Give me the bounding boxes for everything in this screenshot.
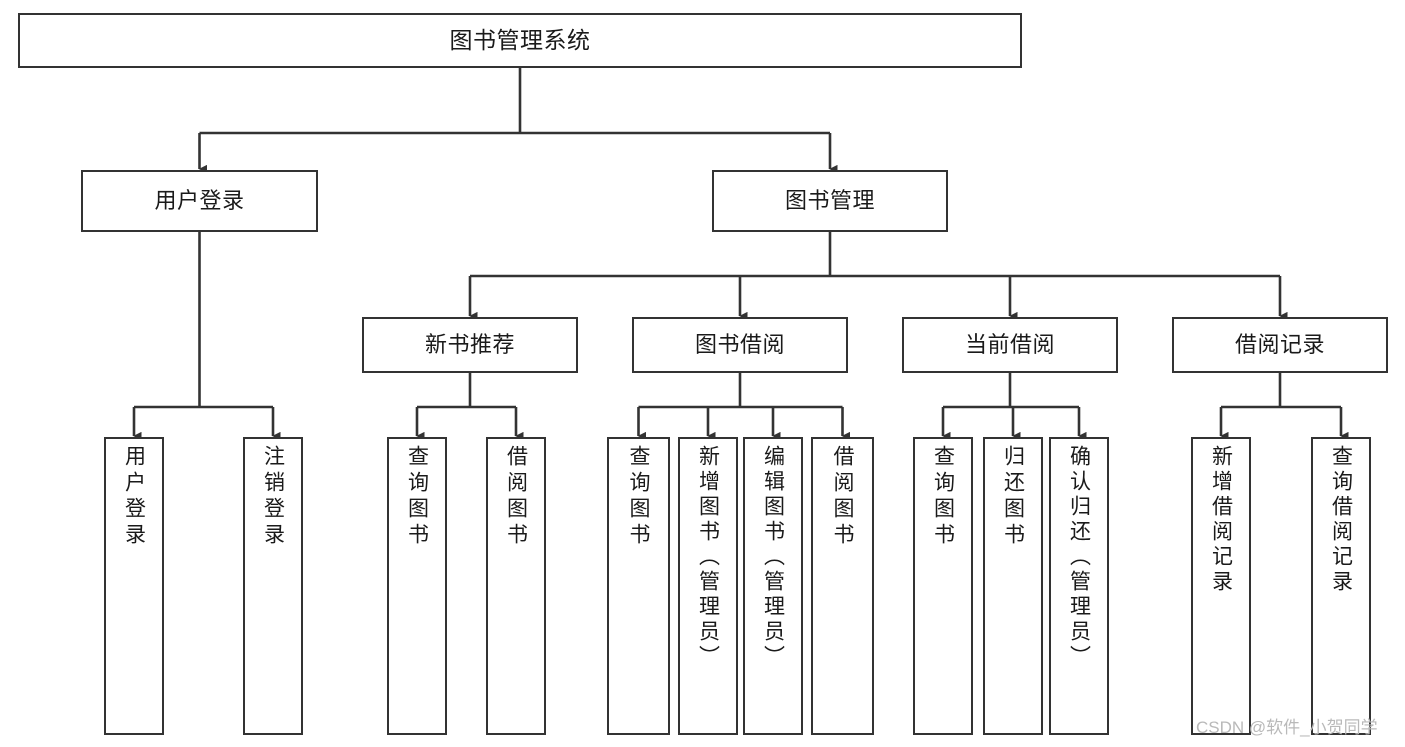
node-label: 注销登录 [261,445,285,549]
node-label: 查询图书 [405,445,429,549]
node-leaf-edit-book-admin[interactable]: 编辑图书（管理员） [743,437,803,735]
node-leaf-query-book-1[interactable]: 查询图书 [387,437,447,735]
node-label: 确认归还（管理员） [1067,445,1091,670]
node-label: 归还图书 [1001,445,1025,549]
node-leaf-user-login[interactable]: 用户登录 [104,437,164,735]
node-label: 新书推荐 [424,332,515,358]
node-label: 借阅图书 [831,445,854,549]
node-label: 编辑图书（管理员） [761,445,785,670]
node-label: 图书借阅 [694,332,785,358]
node-book-borrow[interactable]: 图书借阅 [632,317,848,373]
node-leaf-borrow-book-2[interactable]: 借阅图书 [811,437,874,735]
node-current-borrow[interactable]: 当前借阅 [902,317,1118,373]
node-label: 当前借阅 [964,332,1055,358]
node-label: 查询图书 [931,445,955,549]
node-leaf-add-book-admin[interactable]: 新增图书（管理员） [678,437,738,735]
node-label: 借阅记录 [1234,332,1325,358]
node-user-login[interactable]: 用户登录 [81,170,318,232]
node-leaf-query-book-2[interactable]: 查询图书 [607,437,670,735]
connector-paths [132,68,1349,441]
node-new-book-recommend[interactable]: 新书推荐 [362,317,578,373]
node-book-manage[interactable]: 图书管理 [712,170,948,232]
node-leaf-logout[interactable]: 注销登录 [243,437,303,735]
node-label: 查询图书 [627,445,650,549]
node-label: 新增借阅记录 [1209,445,1233,595]
node-label: 图书管理 [784,188,875,214]
node-root[interactable]: 图书管理系统 [18,13,1022,68]
node-leaf-query-book-3[interactable]: 查询图书 [913,437,973,735]
node-leaf-borrow-book-1[interactable]: 借阅图书 [486,437,546,735]
node-label: 借阅图书 [504,445,528,549]
node-leaf-query-record[interactable]: 查询借阅记录 [1311,437,1371,735]
node-label: 新增图书（管理员） [696,445,720,670]
node-leaf-add-record[interactable]: 新增借阅记录 [1191,437,1251,735]
node-borrow-record[interactable]: 借阅记录 [1172,317,1388,373]
node-label: 用户登录 [122,445,146,549]
node-label: 查询借阅记录 [1329,445,1353,595]
node-leaf-return-book[interactable]: 归还图书 [983,437,1043,735]
csdn-watermark: CSDN @软件_小贺同学 [1196,718,1378,737]
node-label: 图书管理系统 [449,26,591,53]
node-leaf-confirm-return-admin[interactable]: 确认归还（管理员） [1049,437,1109,735]
node-label: 用户登录 [154,188,245,214]
